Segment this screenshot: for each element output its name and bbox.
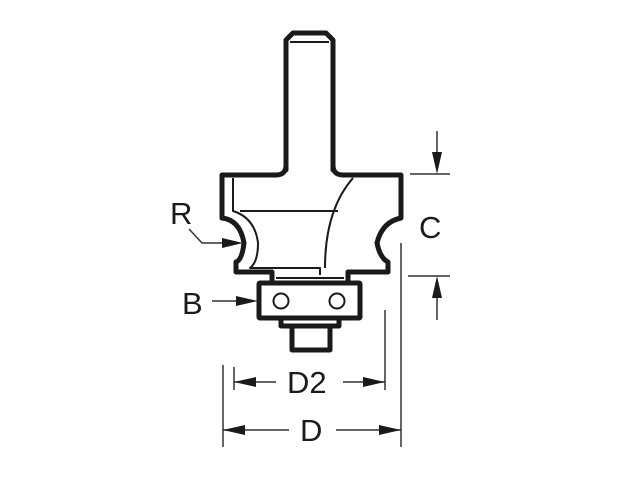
label-d2: D2 (287, 365, 327, 400)
radius-callout: R (170, 196, 243, 248)
dimension-c: C (408, 131, 450, 320)
bearing-screw-right (328, 292, 346, 310)
arrow-left-icon (234, 377, 256, 387)
arrow-icon (222, 238, 243, 248)
arrow-icon (236, 296, 258, 306)
label-b: B (182, 286, 203, 321)
arrow-down-icon (432, 152, 442, 174)
label-r: R (170, 196, 192, 231)
dimension-d: D (222, 243, 402, 448)
arrow-right-icon (363, 377, 385, 387)
label-c: C (419, 210, 441, 245)
arrow-up-icon (432, 276, 442, 298)
arrow-left-icon (223, 425, 245, 435)
bearing-callout: B (182, 286, 258, 321)
bearing (256, 280, 363, 353)
bearing-screw-left (272, 292, 290, 310)
shank (273, 30, 346, 178)
label-d: D (300, 413, 322, 448)
cutter-body (219, 172, 404, 286)
dimension-d2: D2 (233, 310, 386, 400)
arrow-right-icon (379, 425, 401, 435)
